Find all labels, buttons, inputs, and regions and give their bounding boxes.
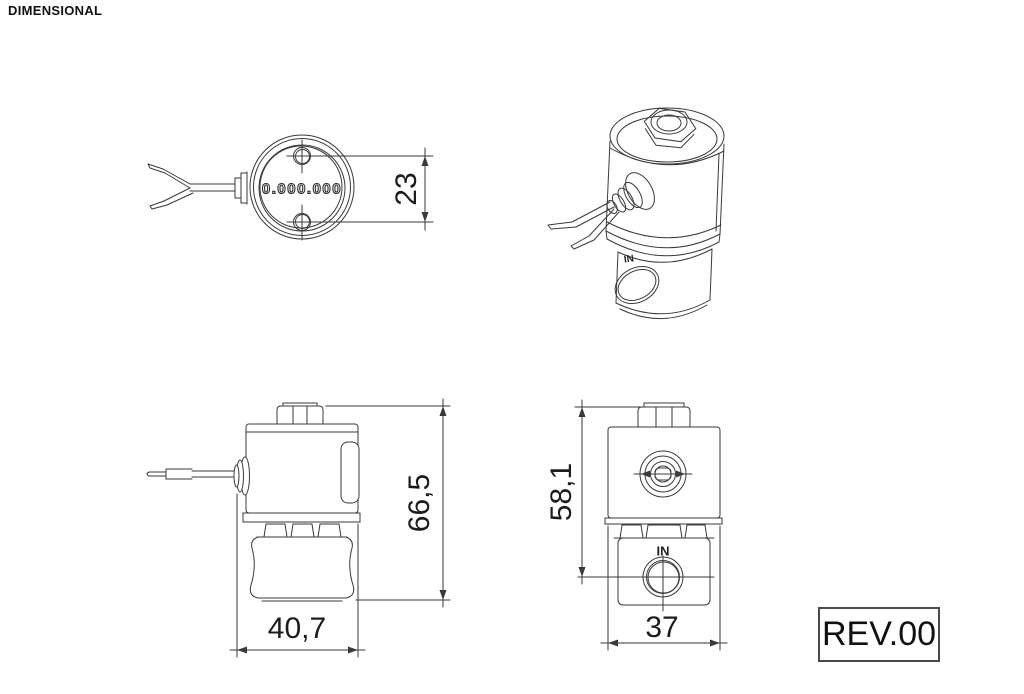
isometric-view-drawing xyxy=(548,107,724,319)
page-title: DIMENSIONAL xyxy=(8,3,103,18)
dim-body-width-label: 37 xyxy=(645,611,679,644)
dim-40-7-lines xyxy=(230,494,365,657)
front-inlet-label: IN xyxy=(656,543,670,559)
side-view-drawing xyxy=(147,399,450,657)
dim-hole-spacing-label: 23 xyxy=(390,172,423,206)
dim-58-1-lines xyxy=(575,400,640,584)
iso-inlet-label: IN xyxy=(623,253,635,266)
dim-66-5-lines xyxy=(326,399,450,607)
revision-box: REV.00 xyxy=(818,607,940,662)
revision-label: REV.00 xyxy=(821,615,937,653)
top-view-drawing xyxy=(148,135,433,240)
dim-37-lines xyxy=(601,526,727,650)
dim-23-lines xyxy=(316,148,433,230)
part-number-label: 0.000.000 xyxy=(261,180,343,198)
dim-top-to-inlet-label: 58,1 xyxy=(545,462,578,522)
dim-overall-depth-label: 40,7 xyxy=(267,612,327,645)
dim-overall-height-label: 66,5 xyxy=(403,473,436,533)
front-view-drawing xyxy=(575,400,727,650)
